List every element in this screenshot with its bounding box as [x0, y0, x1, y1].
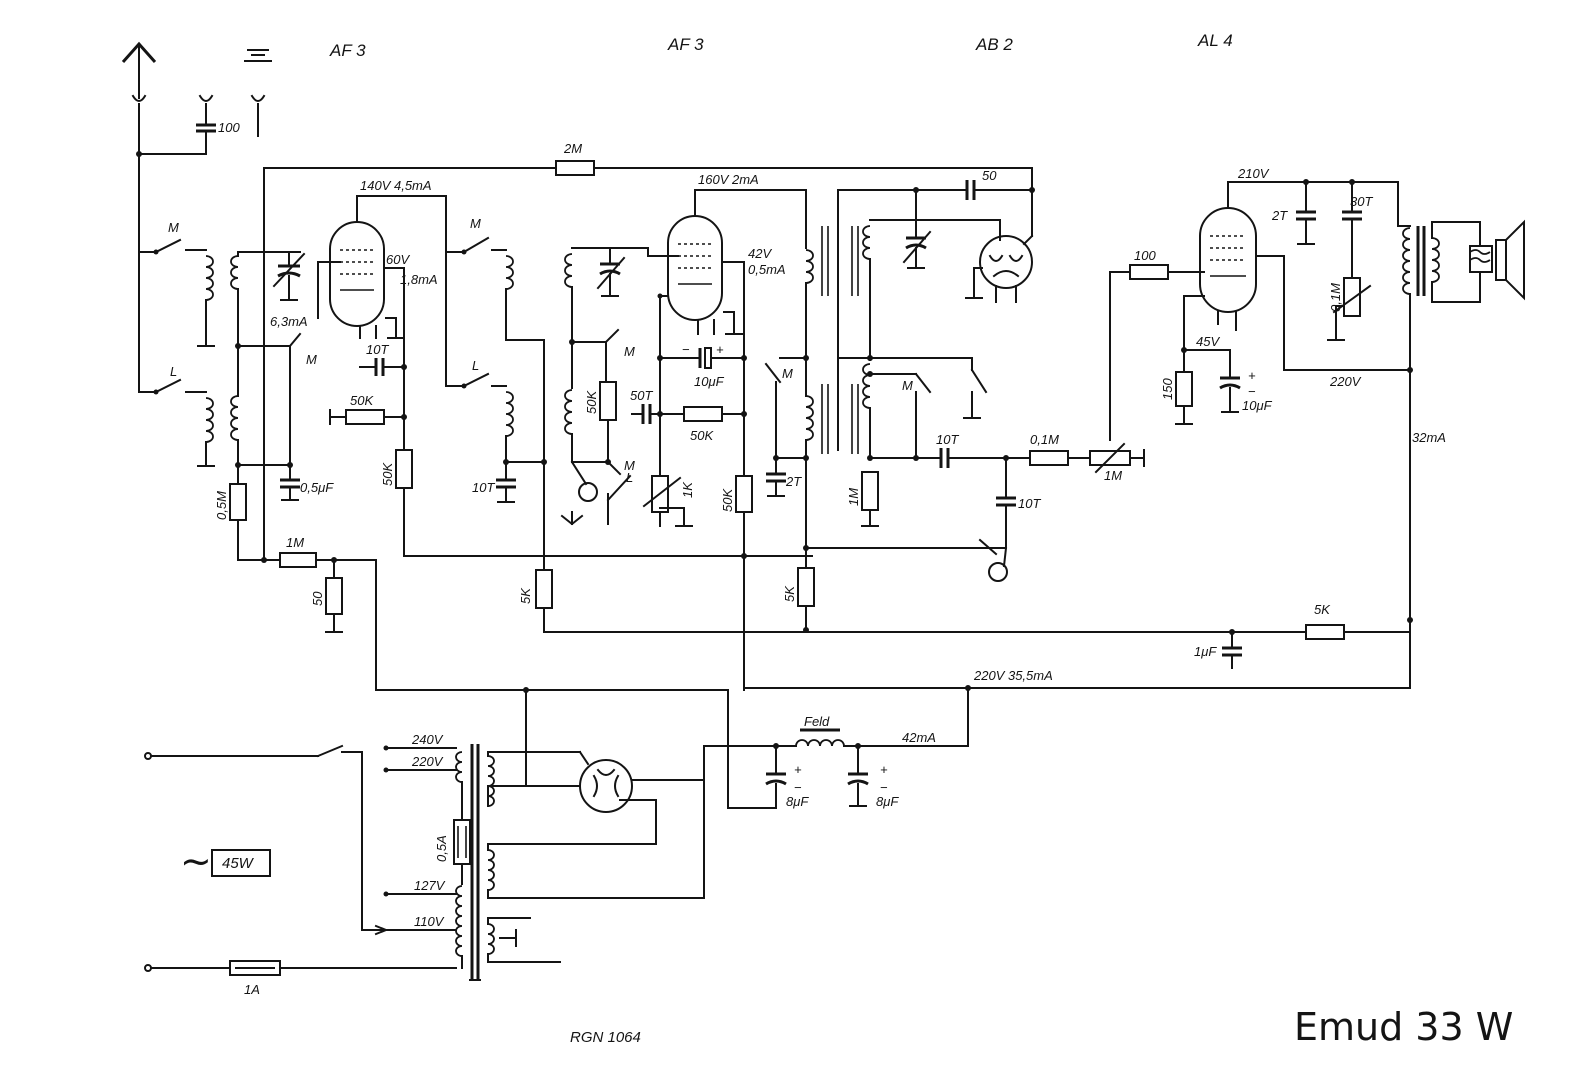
label-choke: Feld: [804, 714, 830, 729]
label-r-150: 150: [1160, 378, 1175, 400]
label-plus-a: +: [716, 342, 724, 357]
label-t-110: 110V: [414, 914, 445, 929]
switch-l1: L: [170, 364, 177, 379]
label-r-1k: 1K: [680, 481, 695, 498]
tube-title-v2: AF 3: [667, 35, 704, 54]
switch-m1: M: [168, 220, 179, 235]
label-v4-cathode: 45V: [1196, 334, 1220, 349]
tube-title-v3: AB 2: [975, 35, 1013, 54]
label-t-127: 127V: [414, 878, 446, 893]
label-c-8uf-b: 8μF: [876, 794, 899, 809]
tube-title-v1: AF 3: [329, 41, 366, 60]
label-c-2t-b: 2T: [785, 474, 802, 489]
label-r-5k-a: 5K: [518, 587, 533, 604]
label-c-10t-d: 10T: [1018, 496, 1041, 511]
output-stage: 32mA 5K 1μF 220V 35,5mA: [743, 181, 1525, 691]
label-plus-c: +: [794, 762, 802, 777]
switch-m5: M: [624, 458, 635, 473]
label-fuse-05: 0,5A: [434, 835, 449, 862]
label-r-50: 50: [310, 591, 325, 606]
label-power: 45W: [222, 855, 255, 872]
label-minus-c: −: [794, 780, 802, 795]
switch-m7: M: [902, 378, 913, 393]
v2-input: M 50K M L: [560, 247, 649, 526]
label-v1-screen: 60V: [386, 252, 410, 267]
switch-m2: M: [306, 352, 317, 367]
label-plus-b: +: [1248, 368, 1256, 383]
label-c-8uf-a: 8μF: [786, 794, 809, 809]
label-minus-d: −: [880, 780, 888, 795]
tube-v2: 160V 2mA 42V 0,5mA + − 10μF 50K 50T: [630, 172, 807, 691]
switch-l2: L: [472, 358, 479, 373]
if-transformer: M 2T 5K 50: [764, 168, 1035, 633]
label-r-50k-a: 50K: [350, 393, 374, 408]
antenna-section: 100: [121, 41, 272, 393]
label-r-2m: 2M: [563, 141, 582, 156]
label-v1-cathode: 6,3mA: [270, 314, 308, 329]
label-r-50k-d: 50K: [690, 428, 714, 443]
label-c-1uf: 1μF: [1194, 644, 1217, 659]
label-c-05uf: 0,5μF: [300, 480, 334, 495]
label-pot-1m: 1M: [1104, 468, 1122, 483]
label-c-2t-top: 2T: [1271, 208, 1288, 223]
label-v4-220: 220V: [1329, 374, 1362, 389]
label-v2-screen-i: 0,5mA: [748, 262, 786, 277]
label-v2-screen: 42V: [748, 246, 772, 261]
label-plus-d: +: [880, 762, 888, 777]
label-c-10uf-b: 10μF: [1242, 398, 1273, 413]
label-minus-a: −: [682, 342, 690, 357]
label-c-10t-b: 10T: [472, 480, 495, 495]
label-c-50t: 50T: [630, 388, 653, 403]
label-ac-symbol: ~: [180, 839, 212, 883]
label-r-1m-b: 1M: [846, 488, 861, 506]
label-v1-screen-i: 1,8mA: [400, 272, 438, 287]
switch-m3: M: [470, 216, 481, 231]
label-pot-01m: 0,1M: [1328, 283, 1343, 312]
label-c-10t-a: 10T: [366, 342, 389, 357]
label-r-05m: 0,5M: [214, 491, 229, 520]
switch-l4: L: [626, 470, 633, 485]
reference-number: RGN 1064: [570, 1029, 641, 1046]
label-t-240: 240V: [411, 732, 444, 747]
tube-titles: AF 3 AF 3 AB 2 AL 4: [329, 31, 1233, 60]
label-r-1m-a: 1M: [286, 535, 304, 550]
label-c-50: 50: [982, 168, 997, 183]
tube-title-v4: AL 4: [1197, 31, 1233, 50]
label-hv-line: 220V 35,5mA: [973, 668, 1053, 683]
detector-volume: 10T 1M 10T 0,1M 1M 100: [846, 248, 1205, 582]
label-r-50k-c: 50K: [584, 390, 599, 414]
tube-v4: 210V 2T 30T 0,1M 220V 45V 150: [1160, 166, 1411, 425]
model-name: Emud 33 W: [1294, 1005, 1513, 1049]
label-v4-anode: 210V: [1237, 166, 1270, 181]
switch-m4: M: [624, 344, 635, 359]
label-c-10uf-a: 10μF: [694, 374, 725, 389]
label-r-100: 100: [1134, 248, 1156, 263]
label-c-ant: 100: [218, 120, 240, 135]
interstage-1: M L 10T 5K: [445, 216, 1411, 633]
label-r-50k-b: 50K: [380, 462, 395, 486]
tube-v1: 140V 4,5mA 6,3mA 60V 1,8mA 10T: [270, 178, 447, 453]
label-t-220: 220V: [411, 754, 444, 769]
label-r-50k-e: 50K: [720, 488, 735, 512]
label-c-30t: 30T: [1350, 194, 1373, 209]
switch-m6: M: [782, 366, 793, 381]
power-supply: 1A 45W ~ 240V 220V 127V 110V 0,5A: [144, 687, 969, 997]
footer: RGN 1064 Emud 33 W: [570, 1005, 1513, 1049]
label-v2-anode: 160V 2mA: [698, 172, 759, 187]
label-i-32: 32mA: [1412, 430, 1446, 445]
label-r-01m: 0,1M: [1030, 432, 1059, 447]
label-i-42: 42mA: [902, 730, 936, 745]
agc-line: 2M: [263, 141, 1033, 189]
label-v1-anode: 140V 4,5mA: [360, 178, 432, 193]
input-coils: M L M 0,5μF: [138, 220, 334, 501]
label-r-5k-c: 5K: [1314, 602, 1331, 617]
label-c-10t-c: 10T: [936, 432, 959, 447]
label-fuse-1a: 1A: [244, 982, 260, 997]
label-minus-b: −: [1248, 384, 1256, 399]
label-r-5k-b: 5K: [782, 585, 797, 602]
